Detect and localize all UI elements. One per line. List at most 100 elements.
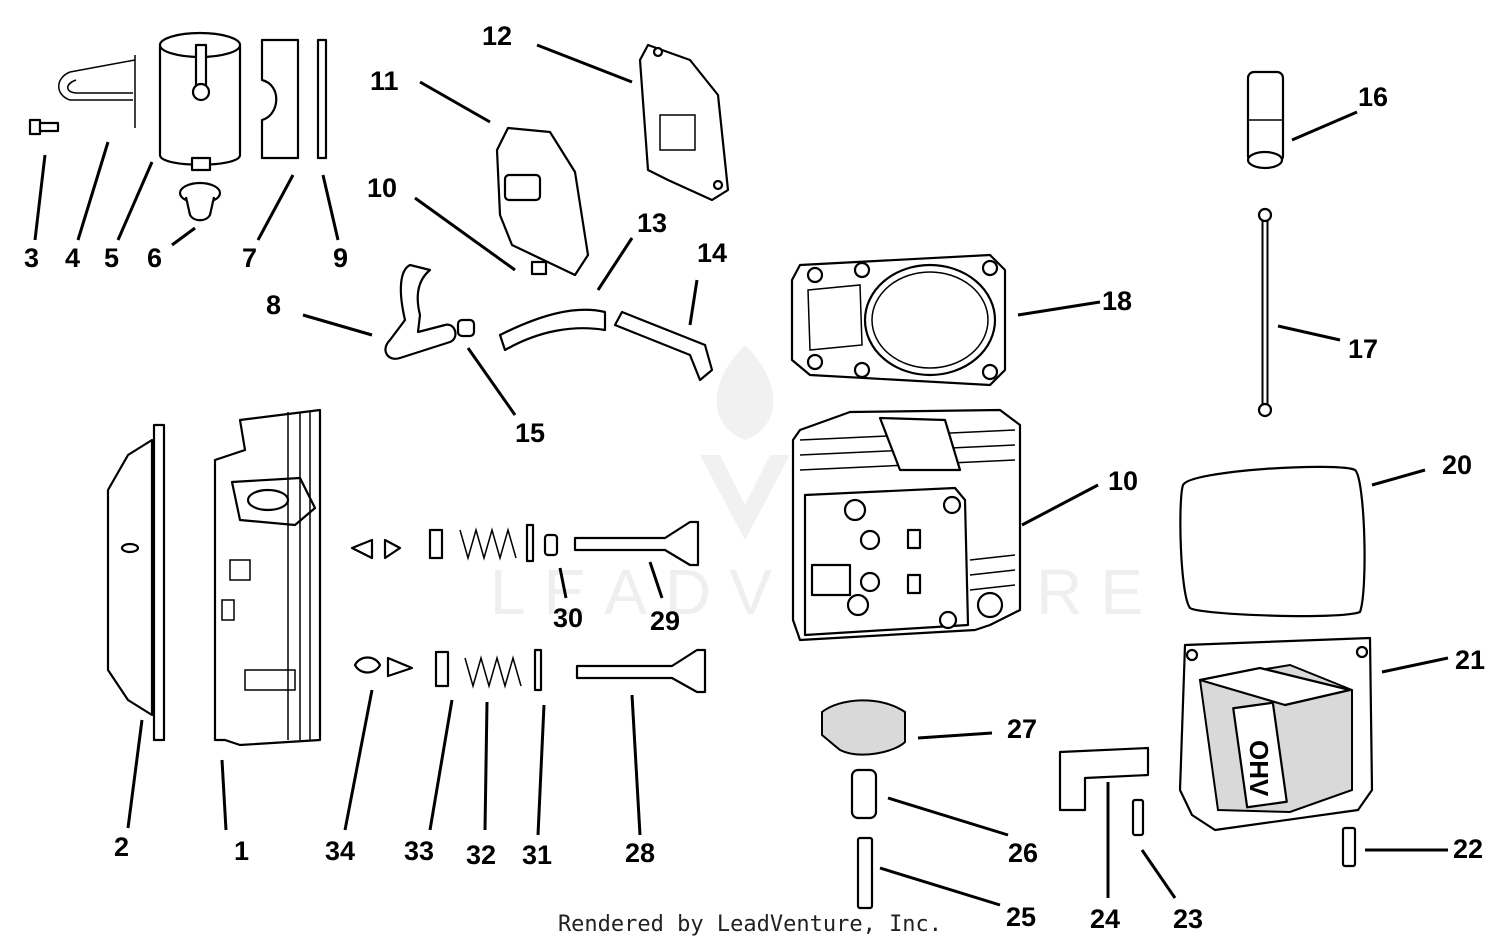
callout-24: 24 xyxy=(1090,904,1120,934)
part-3-screw-icon xyxy=(28,118,60,136)
leader-18 xyxy=(1017,300,1101,317)
leader-31 xyxy=(536,704,546,836)
leader-30 xyxy=(558,567,568,599)
part-20-cover-gasket-icon xyxy=(1179,465,1366,618)
part-17-pushrod-icon xyxy=(1257,207,1273,418)
leader-10b xyxy=(1021,483,1099,527)
leader-26 xyxy=(887,796,1009,837)
leader-27 xyxy=(917,731,993,740)
leader-11 xyxy=(419,80,491,124)
callout-labels: 3 4 5 6 7 9 11 12 10 13 14 8 15 16 17 18… xyxy=(24,21,1485,934)
callout-31: 31 xyxy=(522,840,552,870)
callout-27: 27 xyxy=(1007,714,1037,744)
callout-4: 4 xyxy=(65,243,80,273)
part-7-insert-icon xyxy=(260,38,300,160)
callout-7: 7 xyxy=(242,243,257,273)
callout-5: 5 xyxy=(104,243,119,273)
part-31-washer-icon xyxy=(533,648,543,692)
leader-16 xyxy=(1291,110,1358,142)
part-6-cap-icon xyxy=(178,181,222,222)
callout-25: 25 xyxy=(1006,902,1036,932)
leader-15 xyxy=(466,347,517,416)
leader-1 xyxy=(220,759,228,831)
callout-21: 21 xyxy=(1455,645,1485,675)
leader-10a xyxy=(414,196,516,272)
footer-credit: Rendered by LeadVenture, Inc. xyxy=(557,912,943,937)
part-15-clamp-icon xyxy=(456,318,476,338)
leader-9 xyxy=(321,174,340,241)
part-10-cylinder-head-icon xyxy=(791,408,1022,642)
leader-25 xyxy=(879,866,1001,907)
callout-10a: 10 xyxy=(367,173,397,203)
part-9-strip-icon xyxy=(316,38,328,160)
callout-30: 30 xyxy=(553,603,583,633)
part-25-stud-icon xyxy=(856,836,874,910)
leader-32 xyxy=(483,701,489,831)
part-32-spring-icon xyxy=(464,655,522,689)
leader-29 xyxy=(648,561,664,599)
leader-13 xyxy=(596,237,634,291)
callout-12: 12 xyxy=(482,21,512,51)
part-33-retainer-icon xyxy=(434,650,450,688)
callout-20: 20 xyxy=(1442,450,1472,480)
part-10-screw-icon xyxy=(530,260,548,276)
part-8-hose-icon xyxy=(384,263,457,360)
callout-33: 33 xyxy=(404,836,434,866)
callout-8: 8 xyxy=(266,290,281,320)
part-14-elbow-icon xyxy=(613,310,714,382)
callout-1: 1 xyxy=(234,836,249,866)
callout-16: 16 xyxy=(1358,82,1388,112)
part-1-block-icon xyxy=(213,408,322,747)
callout-6: 6 xyxy=(147,243,162,273)
leader-21 xyxy=(1381,656,1449,674)
callout-13: 13 xyxy=(637,208,667,238)
leader-23 xyxy=(1140,849,1177,899)
part-28-valve-icon xyxy=(575,648,707,694)
part-12-gasket-icon xyxy=(638,43,730,202)
leader-33 xyxy=(428,699,454,831)
leader-34 xyxy=(343,689,374,831)
part-22-bolt-icon xyxy=(1341,826,1357,868)
part-valve-lower-parts-icon xyxy=(353,648,707,694)
leader-7 xyxy=(256,174,295,241)
part-21-valve-cover-icon: OHV xyxy=(1178,636,1374,832)
part-26-adjuster-icon xyxy=(850,768,878,820)
part-4-bracket-icon xyxy=(58,55,136,128)
part-18-head-gasket-icon xyxy=(790,253,1007,387)
part-2-side-cover-icon xyxy=(106,423,166,742)
leader-2 xyxy=(126,719,144,829)
part-16-lifter-icon xyxy=(1246,70,1285,170)
callout-32: 32 xyxy=(466,840,496,870)
part-11-cover-icon xyxy=(495,126,590,277)
leader-20 xyxy=(1371,468,1426,487)
callout-3: 3 xyxy=(24,243,39,273)
part-5-canister-icon xyxy=(158,31,242,172)
leader-lines xyxy=(33,43,1449,907)
part-24-bracket-icon xyxy=(1058,746,1150,812)
callout-22: 22 xyxy=(1453,834,1483,864)
callout-14: 14 xyxy=(697,238,727,268)
callout-28: 28 xyxy=(625,838,655,868)
callout-29: 29 xyxy=(650,606,680,636)
leader-4 xyxy=(76,141,110,241)
callout-9: 9 xyxy=(333,243,348,273)
ohv-label: OHV xyxy=(1244,740,1274,797)
callout-18: 18 xyxy=(1102,286,1132,316)
leader-28 xyxy=(630,694,642,836)
callout-11: 11 xyxy=(370,66,399,96)
callout-15: 15 xyxy=(515,418,545,448)
callout-23: 23 xyxy=(1173,904,1203,934)
callout-2: 2 xyxy=(114,832,129,862)
leader-17 xyxy=(1277,324,1341,342)
part-27-cap-icon xyxy=(821,699,906,756)
callout-26: 26 xyxy=(1008,838,1038,868)
part-30-seal-icon xyxy=(543,533,559,557)
leader-3 xyxy=(33,154,47,241)
callout-10b: 10 xyxy=(1108,466,1138,496)
leader-6 xyxy=(171,226,196,247)
leader-5 xyxy=(116,161,154,241)
part-29-valve-icon xyxy=(573,520,700,567)
part-valve-upper-parts-icon xyxy=(350,520,700,567)
leader-8 xyxy=(302,313,373,337)
